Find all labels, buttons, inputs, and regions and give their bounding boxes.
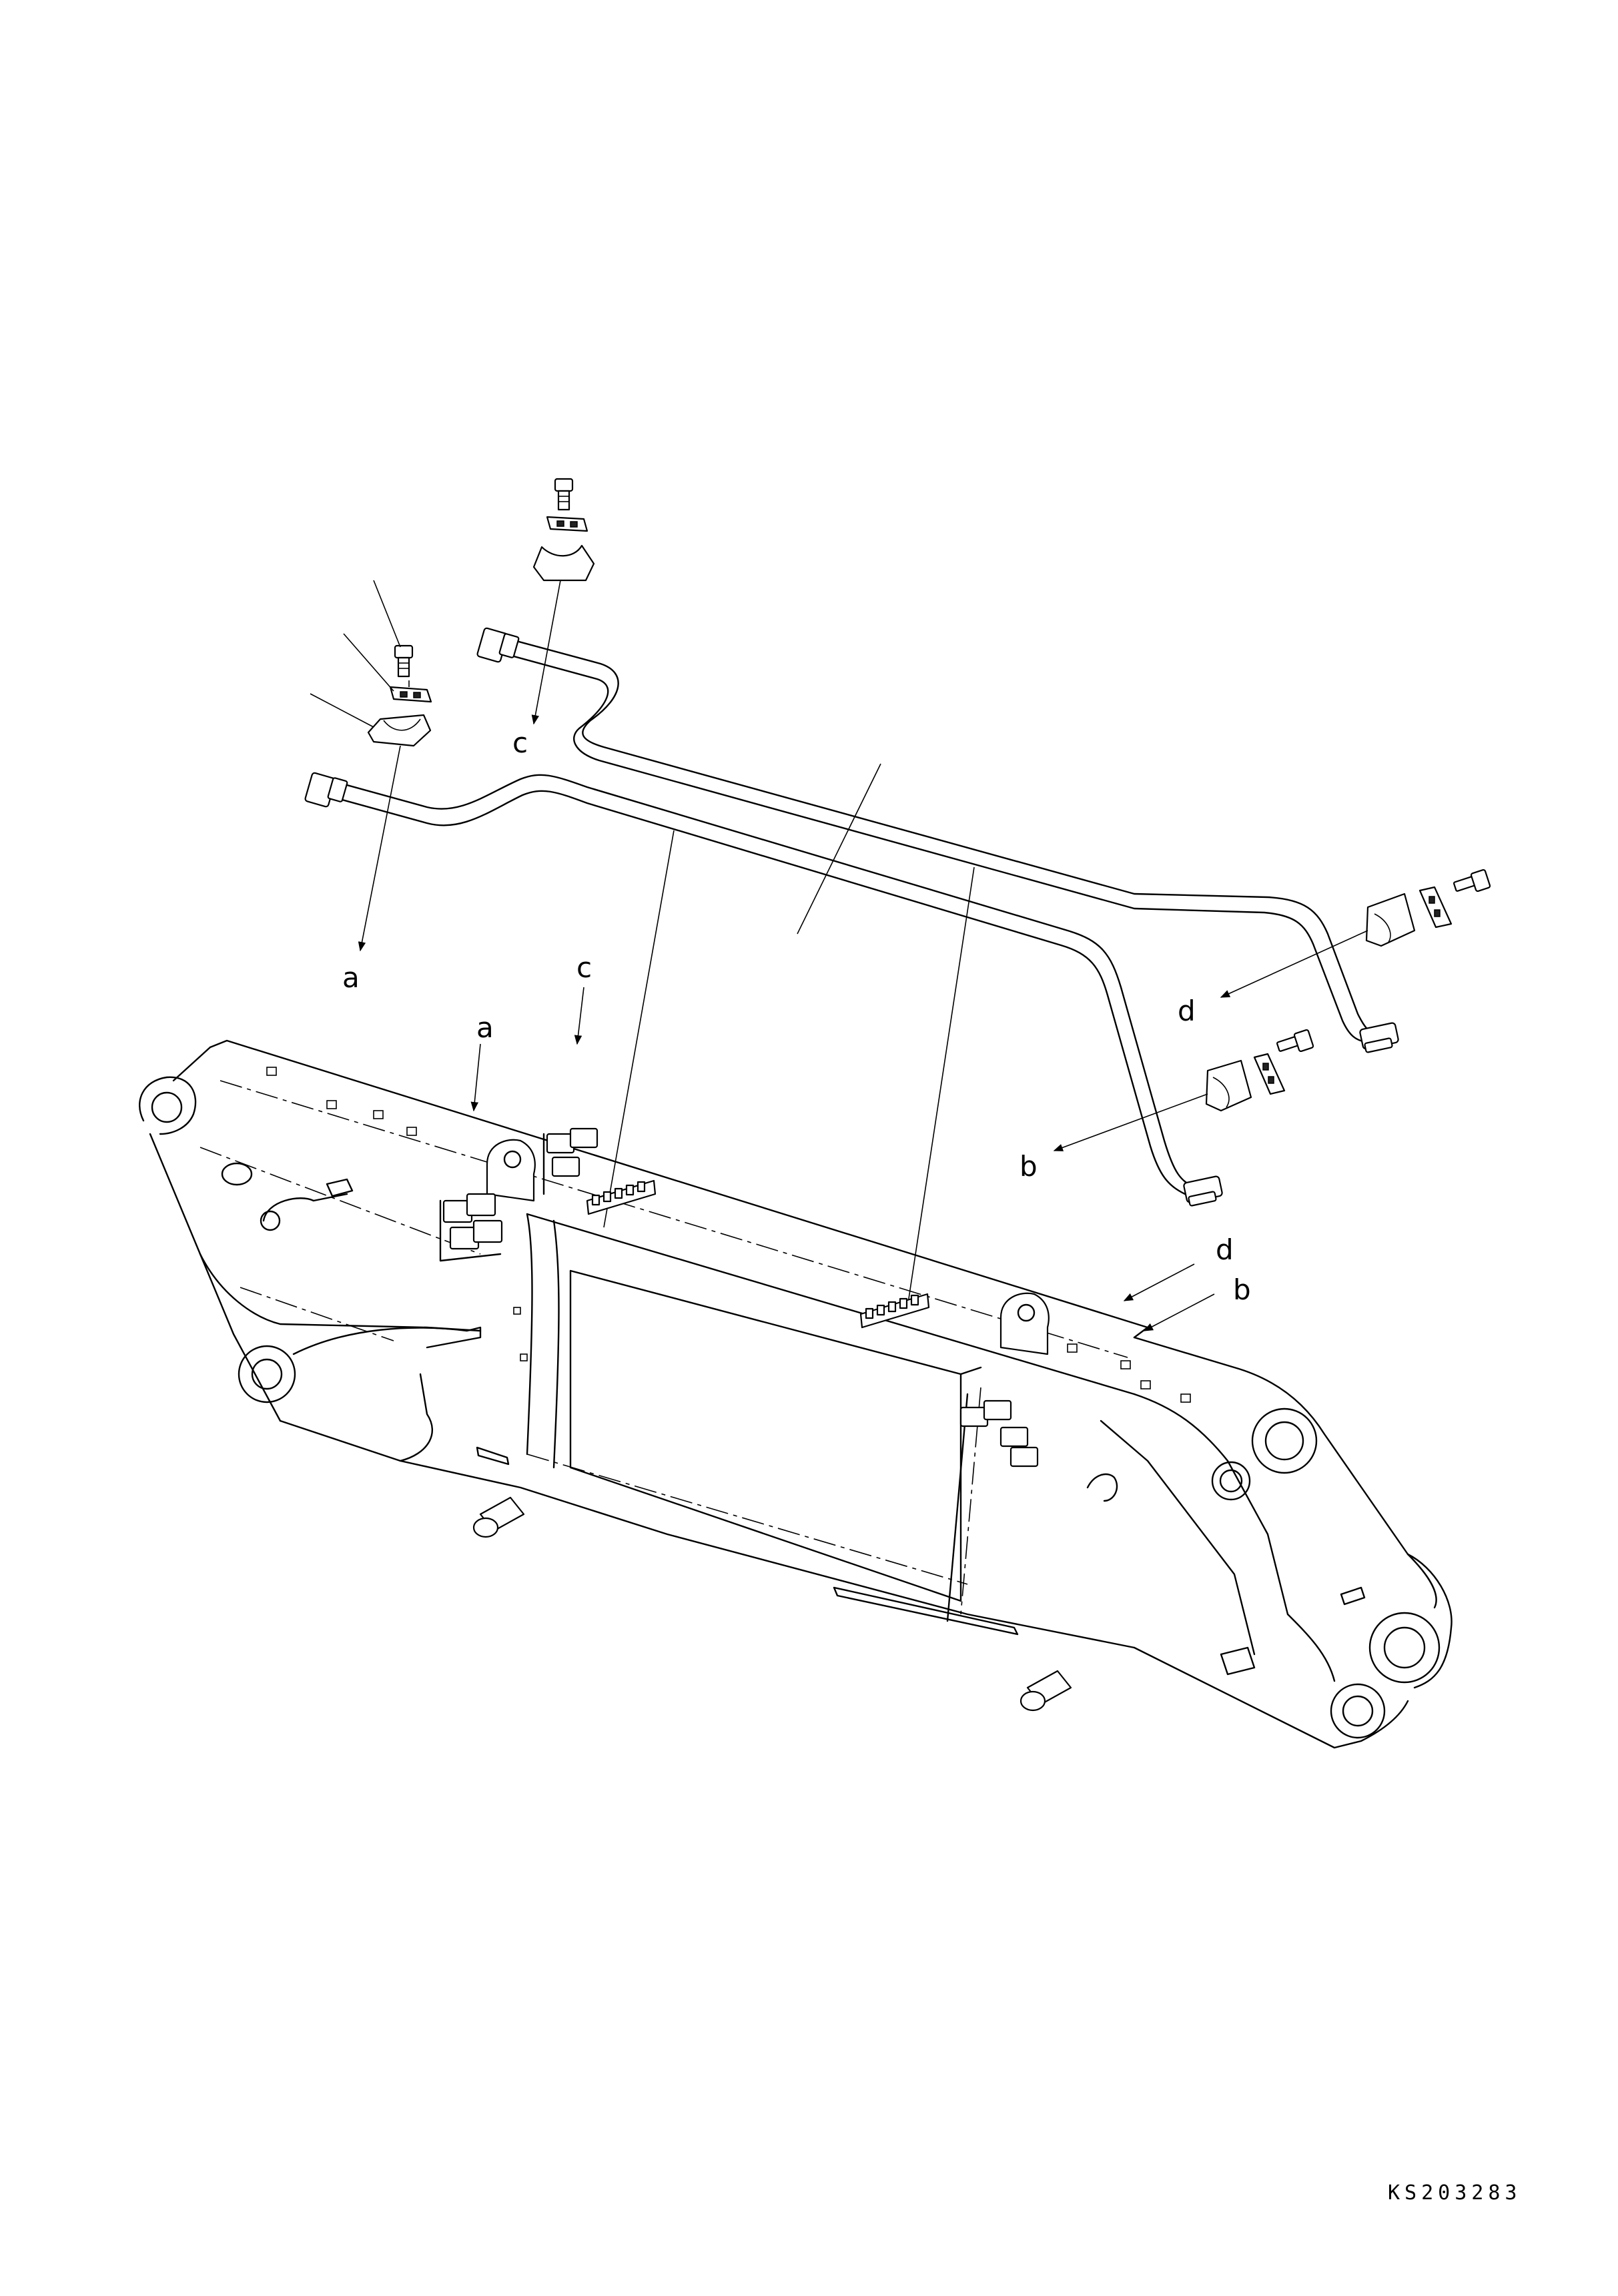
hydraulic-tube-upper <box>476 627 1399 1053</box>
clamp-bracket-icon <box>532 544 595 582</box>
callout-d-boom: d <box>1216 1233 1234 1266</box>
comb-bracket-icon <box>859 1293 930 1329</box>
clamp-bracket-icon <box>1205 1059 1252 1112</box>
callout-a-tube: a <box>342 961 360 994</box>
callout-b-boom: b <box>1233 1273 1251 1306</box>
bolt-icon <box>1276 1029 1314 1053</box>
boom-structure <box>139 1039 1453 1749</box>
clamp-set-d <box>1220 869 1491 998</box>
tube-fitting-top-left <box>476 627 520 663</box>
tube-fitting-right <box>1359 1022 1399 1053</box>
clamp-bracket-icon <box>1365 893 1416 947</box>
clamp-mount-cluster-b <box>959 1399 1039 1468</box>
tube-fitting-left <box>304 772 348 808</box>
drawing-code: KS203283 <box>1388 2181 1522 2205</box>
pin-icon <box>1020 1670 1072 1712</box>
clamp-set-a <box>310 580 432 952</box>
pin-icon <box>472 1496 525 1538</box>
bolt-icon <box>554 478 574 511</box>
callout-c-tube: c <box>512 726 528 759</box>
clamp-bracket-icon <box>367 714 432 747</box>
plate-icon <box>1253 1053 1286 1095</box>
callout-c-boom: c <box>576 951 592 984</box>
hydraulic-tube-lower <box>304 772 1223 1207</box>
callout-b-tube: b <box>1020 1150 1038 1183</box>
clamp-set-c <box>531 478 595 725</box>
plate-icon <box>1419 886 1453 929</box>
plate-icon <box>546 516 588 532</box>
callout-d-tube: d <box>1178 995 1196 1027</box>
plate-icon <box>389 686 432 703</box>
callout-a-boom: a <box>476 1011 494 1044</box>
tube-fitting-bottom <box>1183 1175 1223 1207</box>
clamp-mount-cluster-c <box>542 1127 598 1195</box>
clamp-mount-cluster-a <box>439 1193 503 1262</box>
bolt-icon <box>1453 869 1491 893</box>
clamp-set-b <box>1053 1029 1314 1151</box>
comb-bracket-icon <box>586 1179 657 1215</box>
bolt-icon <box>394 644 414 678</box>
